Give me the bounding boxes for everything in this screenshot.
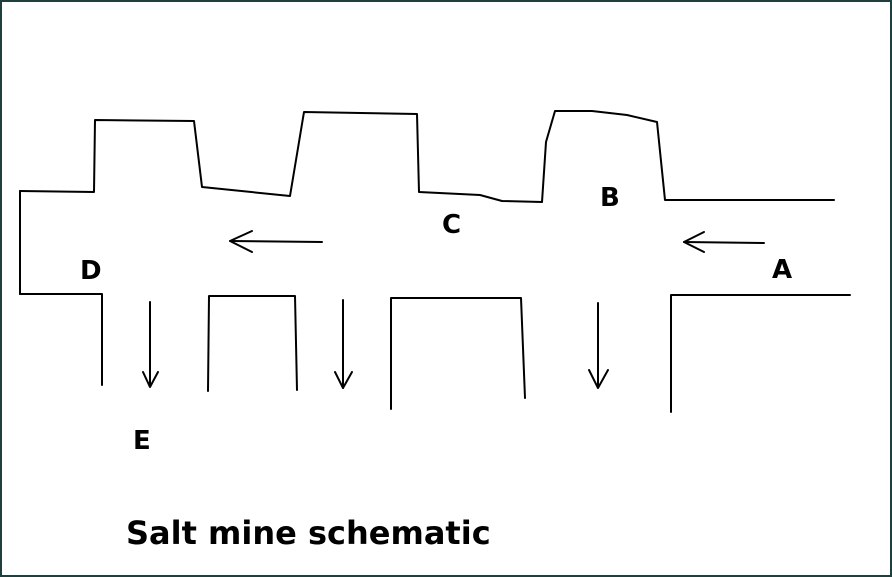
flow-arrow-left: [229, 230, 323, 253]
flow-arrow-right: [683, 231, 765, 253]
down-arrow-2: [334, 299, 353, 389]
lower-wall-right: [670, 294, 851, 413]
down-arrow-1: [142, 301, 159, 388]
lower-wall-shaft-3: [390, 297, 526, 410]
label-c: C: [442, 210, 462, 240]
lower-wall-left: [19, 293, 103, 386]
lower-wall-shaft-2: [207, 295, 298, 392]
down-arrow-3: [588, 302, 609, 389]
diagram-caption: Salt mine schematic: [126, 514, 491, 552]
label-a: A: [772, 255, 793, 285]
upper-tunnel-wall: [19, 110, 835, 203]
label-d: D: [80, 256, 102, 286]
label-b: B: [600, 183, 620, 213]
label-e: E: [133, 426, 151, 456]
